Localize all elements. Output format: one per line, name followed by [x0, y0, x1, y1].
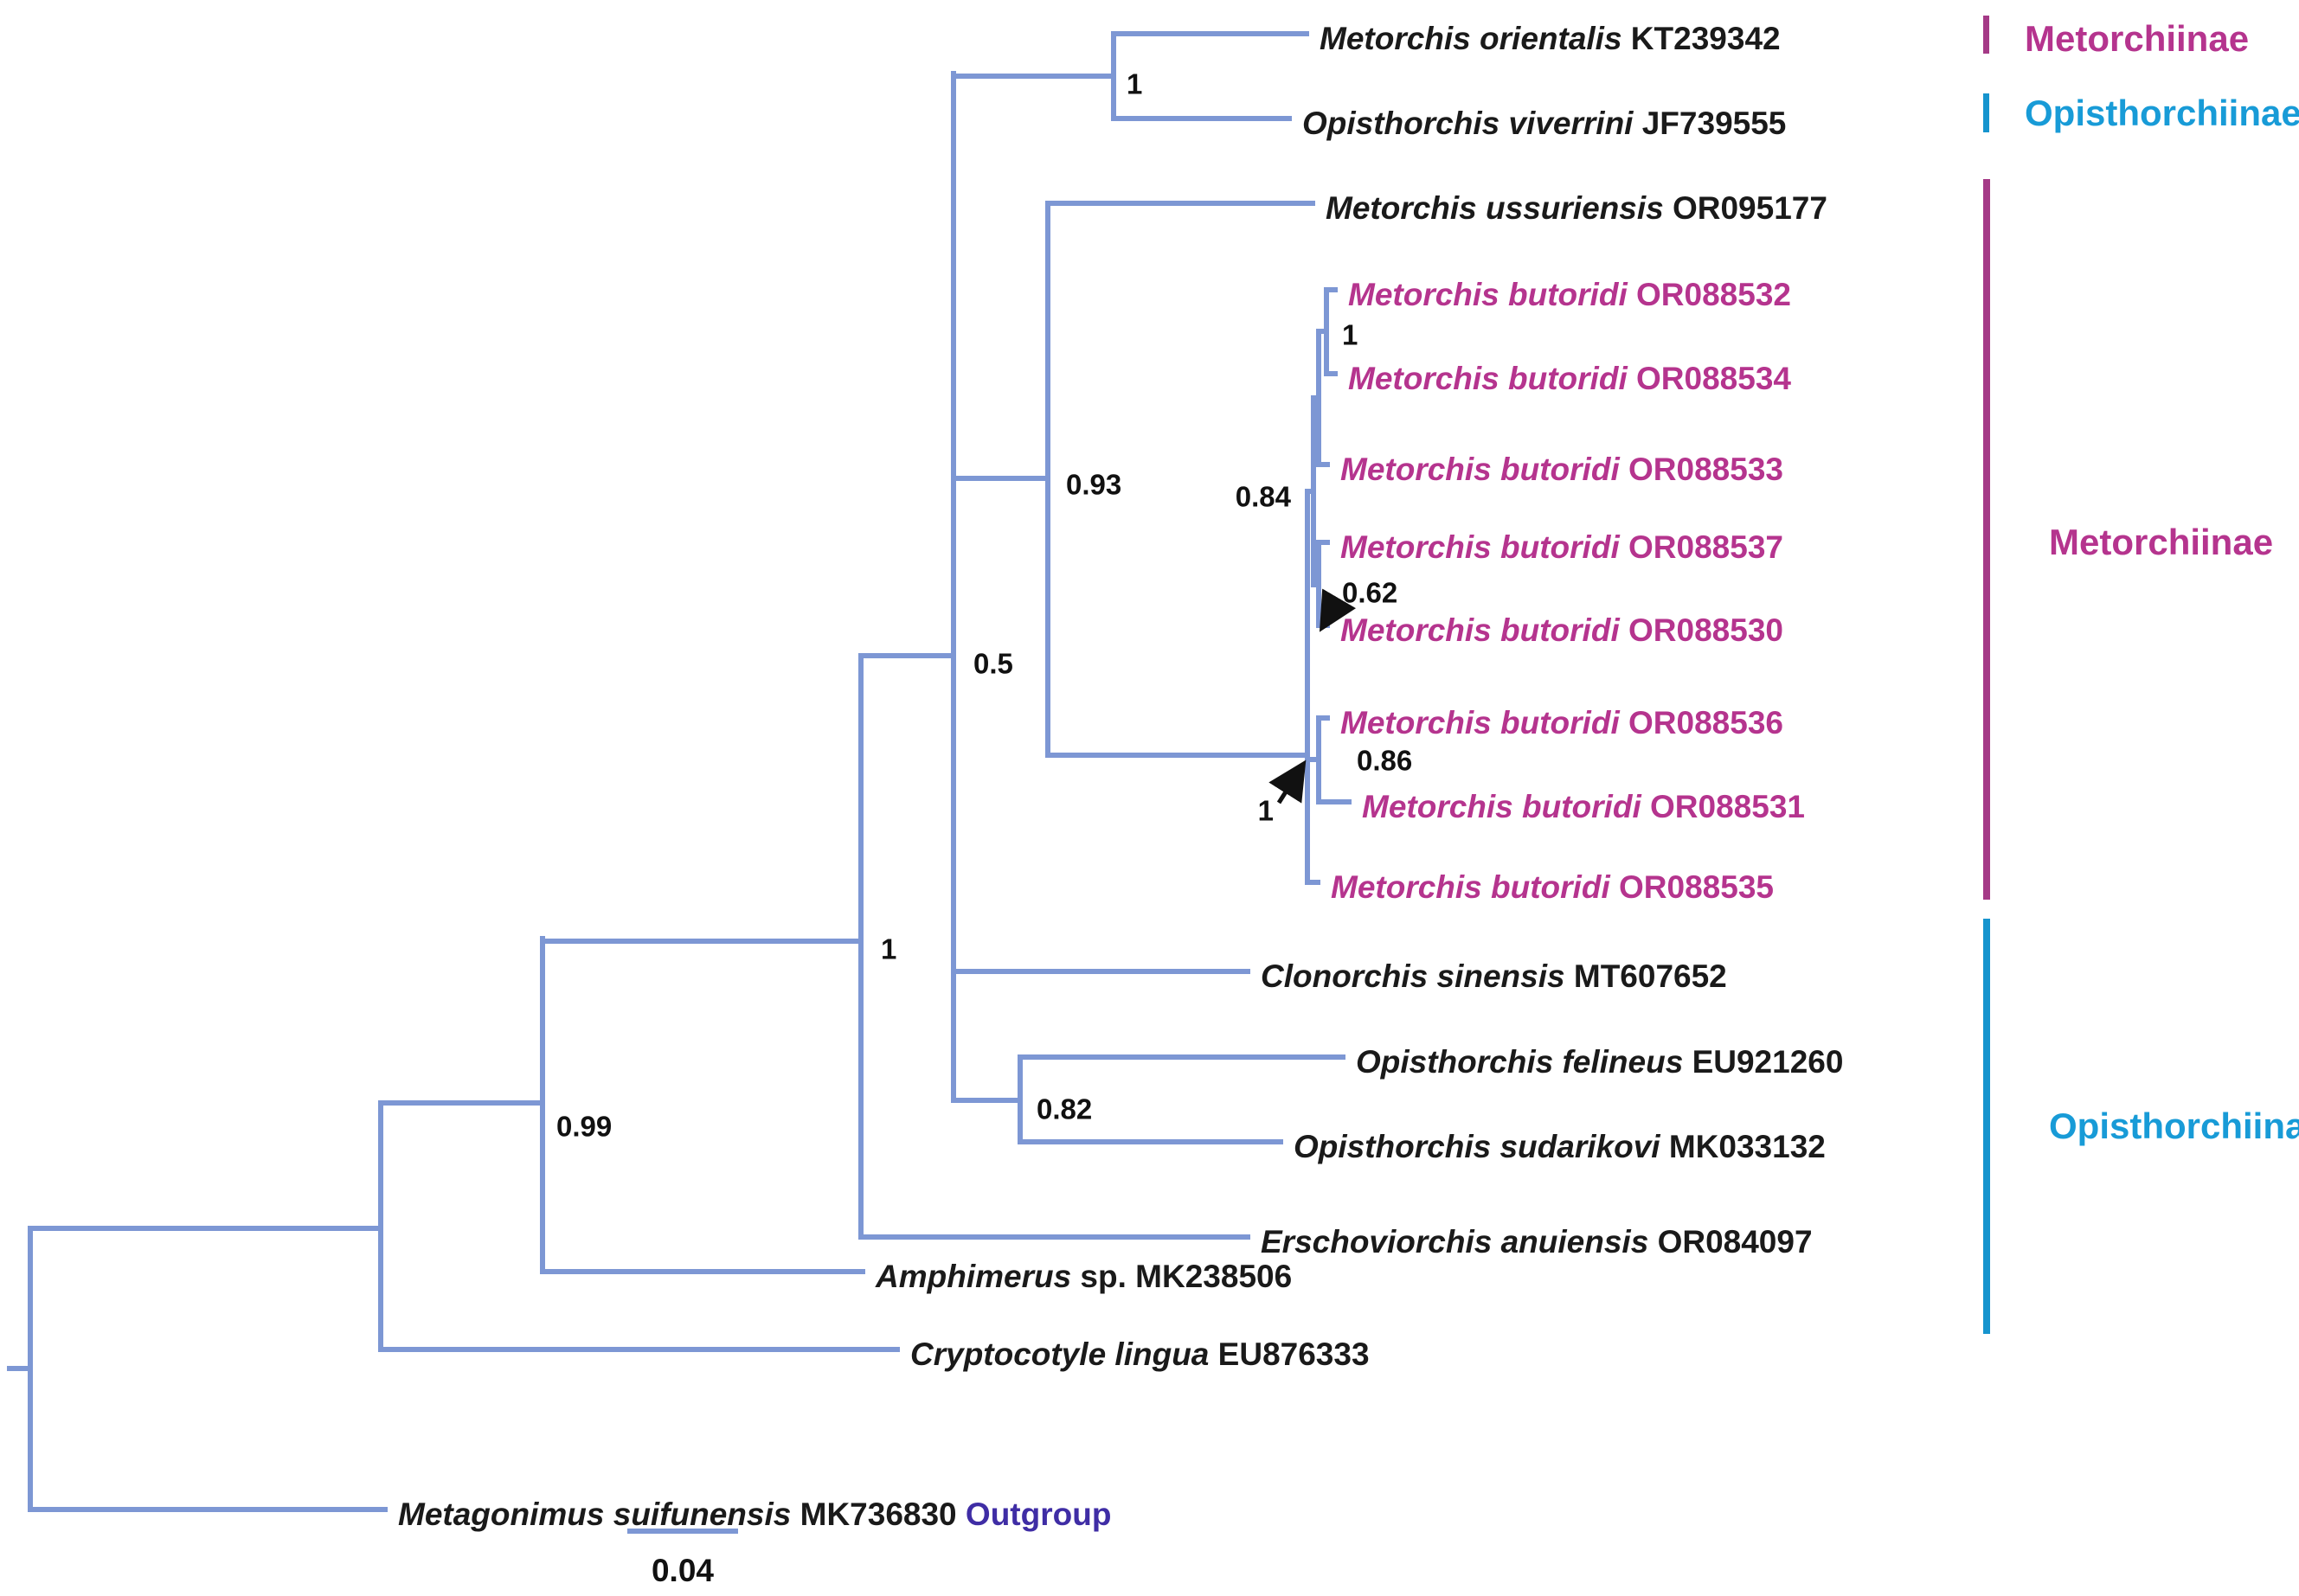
- taxon-label-part: EU876333: [1209, 1336, 1369, 1372]
- taxon-label-part: Cryptocotyle lingua: [910, 1336, 1209, 1372]
- taxon-label: Erschoviorchis anuiensis OR084097: [1261, 1224, 1813, 1259]
- taxon-label: Opisthorchis viverrini JF739555: [1302, 106, 1786, 141]
- taxon-label-part: MK033132: [1660, 1129, 1826, 1164]
- labels: Metorchis orientalis KT239342Opisthorchi…: [398, 18, 2299, 1588]
- taxon-label: Metorchis butoridi OR088530: [1340, 612, 1783, 648]
- clade-bar: [1983, 93, 1989, 132]
- taxon-label: Metorchis orientalis KT239342: [1320, 21, 1781, 56]
- taxon-label-part: OR095177: [1664, 190, 1827, 226]
- support-value: 0.5: [973, 648, 1013, 680]
- taxon-label: Metorchis butoridi OR088532: [1348, 277, 1791, 312]
- clade-label: Metorchiinae: [2025, 18, 2249, 59]
- taxon-label-part: Erschoviorchis anuiensis: [1261, 1224, 1648, 1259]
- taxon-label-part: OR088537: [1620, 529, 1783, 565]
- tree-branches: [7, 31, 1352, 1534]
- taxon-label-part: Opisthorchis sudarikovi: [1294, 1129, 1660, 1164]
- taxon-label-part: Clonorchis sinensis: [1261, 958, 1565, 994]
- taxon-label-part: MK736830: [791, 1497, 966, 1532]
- taxon-label-part: sp. MK238506: [1071, 1259, 1292, 1294]
- taxon-label: Opisthorchis felineus EU921260: [1356, 1044, 1843, 1080]
- taxon-label-part: Metorchis ussuriensis: [1326, 190, 1664, 226]
- support-arrow: [1268, 760, 1307, 804]
- taxon-label-part: JF739555: [1633, 106, 1786, 141]
- clade-label: Opisthorchiinae: [2049, 1106, 2299, 1146]
- taxon-label: Metorchis butoridi OR088536: [1340, 705, 1783, 740]
- support-value: 0.86: [1357, 745, 1412, 777]
- taxon-label-part: OR088535: [1610, 869, 1774, 905]
- clade-label: Opisthorchiinae: [2025, 93, 2299, 133]
- support-value: 1: [1127, 68, 1142, 100]
- taxon-label: Metorchis butoridi OR088534: [1348, 361, 1791, 396]
- taxon-label-part: Metorchis butoridi: [1331, 869, 1610, 905]
- support-value: 1: [881, 933, 896, 965]
- support-arrows: [1268, 588, 1357, 804]
- taxon-label-part: Metorchis butoridi: [1348, 277, 1628, 312]
- taxon-label-part: Opisthorchis viverrini: [1302, 106, 1634, 141]
- taxon-label: Metorchis butoridi OR088535: [1331, 869, 1774, 905]
- clade-bar: [1983, 179, 1990, 900]
- taxon-label: Opisthorchis sudarikovi MK033132: [1294, 1129, 1826, 1164]
- taxon-label-part: Metagonimus suifunensis: [398, 1497, 791, 1532]
- taxon-label: Metorchis butoridi OR088531: [1362, 789, 1805, 824]
- support-value: 0.84: [1236, 481, 1292, 513]
- taxon-label-part: Metorchis butoridi: [1348, 361, 1628, 396]
- clade-bar: [1983, 919, 1990, 1334]
- taxon-label-part: Metorchis butoridi: [1340, 705, 1620, 740]
- taxon-label: Metagonimus suifunensis MK736830 Outgrou…: [398, 1497, 1111, 1532]
- outgroup-tag: Outgroup: [966, 1497, 1112, 1532]
- support-value: 0.82: [1037, 1093, 1092, 1125]
- taxon-label-part: OR084097: [1648, 1224, 1812, 1259]
- taxon-label-part: Metorchis butoridi: [1340, 452, 1620, 487]
- taxon-label-part: Opisthorchis felineus: [1356, 1044, 1683, 1080]
- taxon-label-part: EU921260: [1683, 1044, 1843, 1080]
- clade-bars: [1983, 16, 1990, 1334]
- taxon-label-part: Amphimerus: [875, 1259, 1071, 1294]
- support-value: 0.93: [1066, 469, 1121, 501]
- taxon-label-part: OR088536: [1620, 705, 1783, 740]
- clade-label: Metorchiinae: [2049, 522, 2273, 562]
- support-value: 1: [1342, 319, 1358, 351]
- taxon-label: Amphimerus sp. MK238506: [875, 1259, 1292, 1294]
- taxon-label-part: OR088530: [1620, 612, 1783, 648]
- taxon-label-part: Metorchis butoridi: [1340, 529, 1620, 565]
- scale-bar-label: 0.04: [652, 1553, 714, 1588]
- taxon-label-part: Metorchis butoridi: [1362, 789, 1641, 824]
- taxon-label-part: OR088533: [1620, 452, 1783, 487]
- taxon-label-part: OR088531: [1641, 789, 1805, 824]
- taxon-label: Cryptocotyle lingua EU876333: [910, 1336, 1370, 1372]
- taxon-label-part: OR088534: [1628, 361, 1792, 396]
- support-value: 1: [1258, 795, 1274, 827]
- support-arrow: [1319, 588, 1357, 632]
- support-value: 0.99: [556, 1111, 612, 1143]
- taxon-label: Clonorchis sinensis MT607652: [1261, 958, 1727, 994]
- taxon-label-part: Metorchis orientalis: [1320, 21, 1622, 56]
- taxon-label-part: Metorchis butoridi: [1340, 612, 1620, 648]
- taxon-label-part: OR088532: [1628, 277, 1791, 312]
- taxon-label-part: MT607652: [1565, 958, 1727, 994]
- taxon-label: Metorchis butoridi OR088537: [1340, 529, 1783, 565]
- taxon-label-part: KT239342: [1622, 21, 1781, 56]
- support-value: 0.62: [1342, 577, 1397, 609]
- taxon-label: Metorchis ussuriensis OR095177: [1326, 190, 1827, 226]
- taxon-label: Metorchis butoridi OR088533: [1340, 452, 1783, 487]
- clade-bar: [1983, 16, 1989, 54]
